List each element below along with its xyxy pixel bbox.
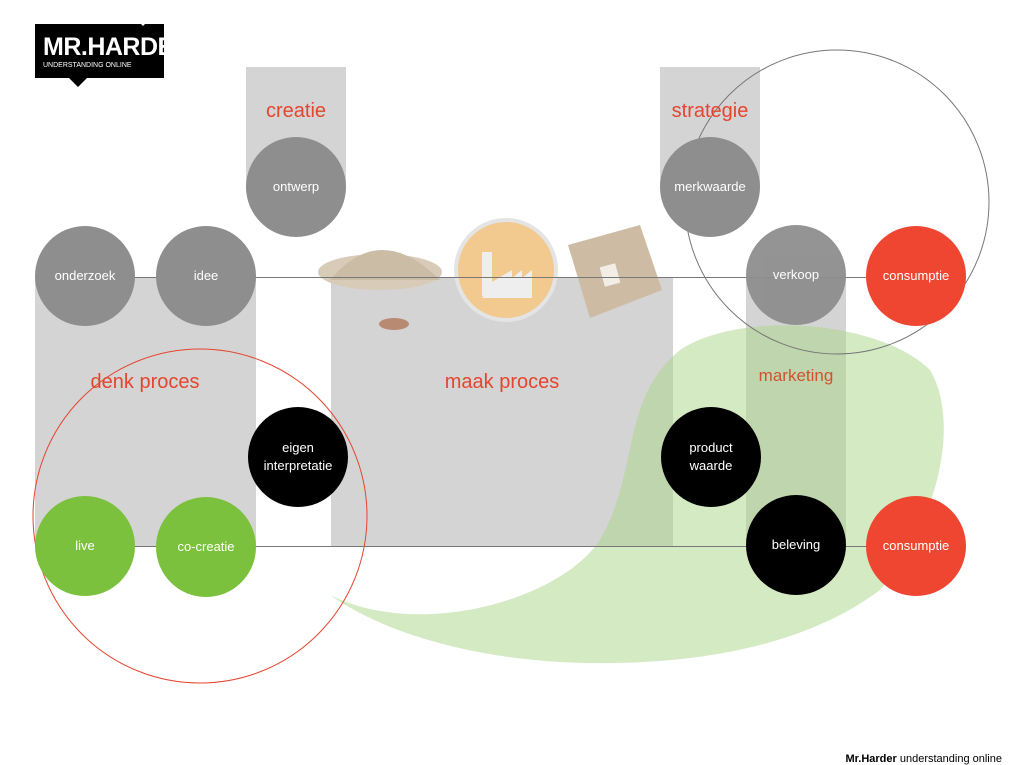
- logo-subtitle: UNDERSTANDING ONLINE: [43, 62, 132, 69]
- factory-icon: [454, 218, 558, 322]
- section-denk-proces: denk proces: [90, 371, 200, 393]
- node-consumptie-top: consumptie: [866, 226, 966, 326]
- node-idee: idee: [156, 226, 256, 326]
- node-eigen-interpretatie: eigen interpretatie: [248, 407, 348, 507]
- node-co-creatie: co-creatie: [156, 497, 256, 597]
- package-icon: [568, 225, 662, 318]
- footer-brand: Mr.Harder: [845, 753, 897, 765]
- node-live: live: [35, 496, 135, 596]
- raw-material-icon: [318, 250, 442, 330]
- node-product-waarde: product waarde: [661, 407, 761, 507]
- node-ontwerp: ontwerp: [246, 137, 346, 237]
- denk-circle-outline: [32, 348, 368, 684]
- section-marketing: marketing: [758, 366, 834, 385]
- green-blob: [330, 325, 944, 664]
- footer: Mr.Harder understanding online: [839, 741, 1002, 765]
- node-beleving: beleving: [746, 495, 846, 595]
- section-creatie: creatie: [265, 100, 327, 122]
- section-strategie: strategie: [671, 100, 749, 122]
- bottom-process-line: [35, 546, 916, 547]
- section-maak-proces: maak proces: [444, 371, 560, 393]
- node-verkoop: verkoop: [746, 225, 846, 325]
- node-consumptie-bottom: consumptie: [866, 496, 966, 596]
- top-process-line: [35, 277, 916, 278]
- footer-tagline: understanding online: [896, 753, 1002, 765]
- node-onderzoek: onderzoek: [35, 226, 135, 326]
- node-merkwaarde: merkwaarde: [660, 137, 760, 237]
